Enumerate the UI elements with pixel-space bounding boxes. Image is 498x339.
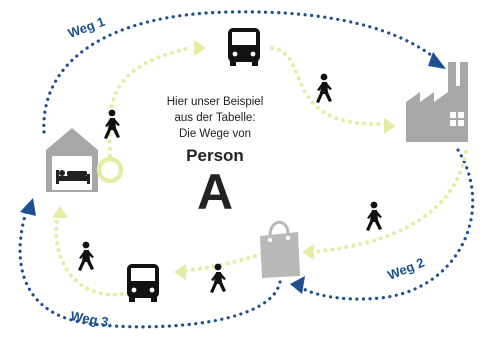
pedestrian-icon: [78, 241, 94, 271]
route-1-arrow-icon: [428, 52, 446, 69]
person-letter: A: [196, 164, 234, 220]
footpath-1b: [270, 46, 382, 127]
caption-line-1: Hier unser Beispiel: [166, 96, 264, 108]
route-2-label: Weg 2: [386, 255, 427, 283]
footpath-1a: [107, 46, 192, 158]
route-2-path: [296, 148, 475, 301]
footpath-3b: [54, 210, 124, 297]
caption: Hier unser Beispiel aus der Tabelle: Die…: [140, 94, 290, 218]
pedestrian-icon: [366, 201, 382, 231]
footpath-2: [310, 150, 468, 254]
factory-icon: [406, 62, 468, 142]
route-1-path: [42, 10, 442, 134]
footpath-arrow-icon: [174, 264, 186, 280]
route-2-arrow-icon: [290, 276, 305, 294]
start-ring-icon: [96, 156, 124, 184]
route-1-label: Weg 1: [66, 14, 107, 41]
pedestrian-icon: [104, 109, 120, 139]
footpath-arrow-icon: [384, 118, 396, 134]
pedestrian-icon: [210, 263, 226, 293]
bus-icon: [127, 264, 159, 302]
route-3-label: Weg 3: [69, 308, 109, 329]
pedestrian-icon: [316, 73, 332, 103]
home-icon: [46, 128, 98, 192]
shopping-bag-icon: [260, 220, 300, 278]
person-label: Person: [186, 146, 244, 165]
caption-line-3: Die Wege von: [178, 128, 252, 140]
route-3-arrow-icon: [20, 198, 36, 216]
footpath-arrow-icon: [52, 206, 68, 218]
footpath-arrow-icon: [194, 40, 206, 56]
footpath-arrow-icon: [302, 244, 314, 260]
caption-line-2: aus der Tabelle:: [174, 112, 256, 124]
bus-icon: [228, 28, 260, 66]
